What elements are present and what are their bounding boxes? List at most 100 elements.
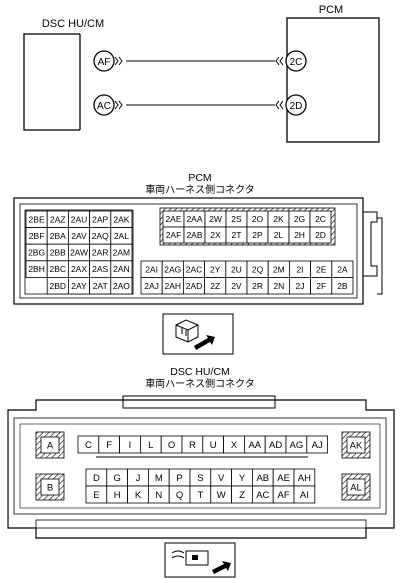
pcm-box-title: PCM	[319, 4, 343, 16]
dsc-pin-v-label: V	[218, 473, 225, 484]
dsc-pin-p-label: P	[176, 473, 182, 484]
dsc-connector-view-icon	[164, 542, 236, 578]
dsc-pin-b-label: B	[47, 482, 53, 493]
pin-circle-ac	[93, 94, 115, 116]
pcm-pin-2l-label: 2L	[274, 230, 284, 240]
dsc-pin-r-label: R	[189, 440, 196, 451]
dsc-pin-ak-box	[346, 436, 366, 454]
dsc-housing-inner	[13, 417, 387, 515]
pcm-pin-2av-label: 2AV	[71, 231, 87, 241]
pcm-pin-2k-label: 2K	[273, 214, 284, 224]
pcm-connector-title: PCM	[188, 172, 211, 184]
pcm-pin-2a-label: 2A	[337, 264, 348, 274]
dsc-pin-l-label: L	[148, 440, 153, 451]
connector-symbol-right-1	[275, 56, 284, 66]
pcm-pin-2d-box	[309, 226, 332, 244]
pcm-box-outline	[286, 17, 380, 143]
dsc-housing-top-latch	[122, 395, 276, 409]
pcm-pin-2al-label: 2AL	[114, 231, 129, 241]
pcm-pin-2b-box	[331, 277, 354, 295]
dsc-pin-e-label: E	[93, 490, 99, 501]
dsc-pin-n-label: N	[155, 490, 162, 501]
pcm-pin-2w-label: 2W	[209, 214, 222, 224]
dsc-housing-outer	[7, 399, 395, 539]
pcm-pin-2ar-label: 2AR	[92, 248, 109, 258]
wiring-section: DSC HU/CM PCM AF 2C AC 2D	[23, 4, 380, 143]
pcm-pin-2an-label: 2AN	[113, 264, 130, 274]
pcm-pin-2be-label: 2BE	[29, 214, 45, 224]
pcm-pin-2x-label: 2X	[210, 230, 221, 240]
pcm-pin-2ad-label: 2AD	[186, 281, 203, 291]
pcm-pin-2ak-label: 2AK	[113, 214, 129, 224]
pcm-pin-2b-label: 2B	[337, 281, 348, 291]
pcm-pin-2ay-label: 2AY	[71, 281, 87, 291]
pcm-pin-2bc-label: 2BC	[50, 264, 67, 274]
pcm-pin-2i-label: 2I	[296, 264, 303, 274]
pcm-pin-2h-label: 2H	[294, 230, 305, 240]
pcm-pin-2at-label: 2AT	[93, 281, 108, 291]
dsc-box-outline	[23, 33, 80, 131]
pcm-pin-2d-label: 2D	[315, 230, 326, 240]
dsc-pin-ac-label: AC	[256, 490, 269, 501]
pcm-pin-2ba-label: 2BA	[50, 231, 66, 241]
dsc-pin-ae-label: AE	[277, 473, 290, 484]
pcm-pin-2m-label: 2M	[273, 264, 285, 274]
dsc-housing-inner-2	[19, 423, 381, 509]
dsc-pin-u-label: U	[210, 440, 217, 451]
pcm-pin-2u-label: 2U	[231, 264, 242, 274]
pcm-pin-2ap-label: 2AP	[92, 214, 108, 224]
pin-label-af: AF	[98, 57, 111, 68]
dsc-pin-af-label: AF	[278, 490, 290, 501]
pcm-pin-2ac-label: 2AC	[186, 264, 203, 274]
pcm-pin-2ao-label: 2AO	[113, 281, 130, 291]
pin-label-2c: 2C	[290, 57, 303, 68]
pcm-pin-2o-label: 2O	[252, 214, 264, 224]
pin-circle-2d	[285, 94, 307, 116]
dsc-pin-ai-box	[293, 485, 316, 504]
pcm-pin-2s-label: 2S	[231, 214, 242, 224]
dsc-pin-j-label: J	[136, 473, 141, 484]
pcm-pin-2f-label: 2F	[316, 281, 326, 291]
dsc-pin-ag-label: AG	[290, 440, 304, 451]
dsc-pin-al-label: AL	[350, 482, 362, 493]
dsc-pin-i-label: I	[129, 440, 132, 451]
pcm-pin-2au-label: 2AU	[71, 214, 88, 224]
dsc-pin-g-label: G	[114, 473, 121, 484]
connector-symbol-left-1	[114, 56, 123, 66]
pcm-pin-2az-label: 2AZ	[50, 214, 66, 224]
pin-circle-af	[93, 50, 115, 72]
dsc-pin-ai-label: AI	[300, 490, 309, 501]
pcm-pin-2ah-label: 2AH	[165, 281, 182, 291]
pcm-pin-2n-label: 2N	[273, 281, 284, 291]
pcm-pin-2z-label: 2Z	[210, 281, 220, 291]
dsc-pin-y-label: Y	[239, 473, 246, 484]
dsc-pin-b-box	[40, 478, 60, 496]
pcm-pin-2q-label: 2Q	[252, 264, 264, 274]
dsc-pin-q-label: Q	[176, 490, 183, 501]
pcm-pin-2r-label: 2R	[252, 281, 263, 291]
pcm-pin-2t-label: 2T	[232, 230, 242, 240]
pin-circle-2c	[285, 50, 307, 72]
pcm-pin-2af-label: 2AF	[166, 230, 182, 240]
dsc-pin-z-label: Z	[239, 490, 245, 501]
dsc-pin-aj-box	[306, 435, 328, 454]
dsc-pin-c-label: C	[85, 440, 92, 451]
dsc-pin-m-label: M	[155, 473, 163, 484]
pcm-pin-2aw-label: 2AW	[70, 248, 88, 258]
dsc-connector-subtitle: 車両ハーネス側コネクタ	[145, 377, 255, 390]
pcm-pin-2g-label: 2G	[294, 214, 305, 224]
pcm-pin-2j-label: 2J	[296, 281, 305, 291]
dsc-box-title: DSC HU/CM	[42, 18, 104, 30]
pcm-pin-2aj-label: 2AJ	[144, 281, 159, 291]
dsc-pin-ak-label: AK	[350, 440, 363, 451]
dsc-pin-h-label: H	[114, 490, 121, 501]
pin-label-2d: 2D	[290, 101, 303, 112]
dsc-connector-title: DSC HU/CM	[170, 366, 230, 378]
